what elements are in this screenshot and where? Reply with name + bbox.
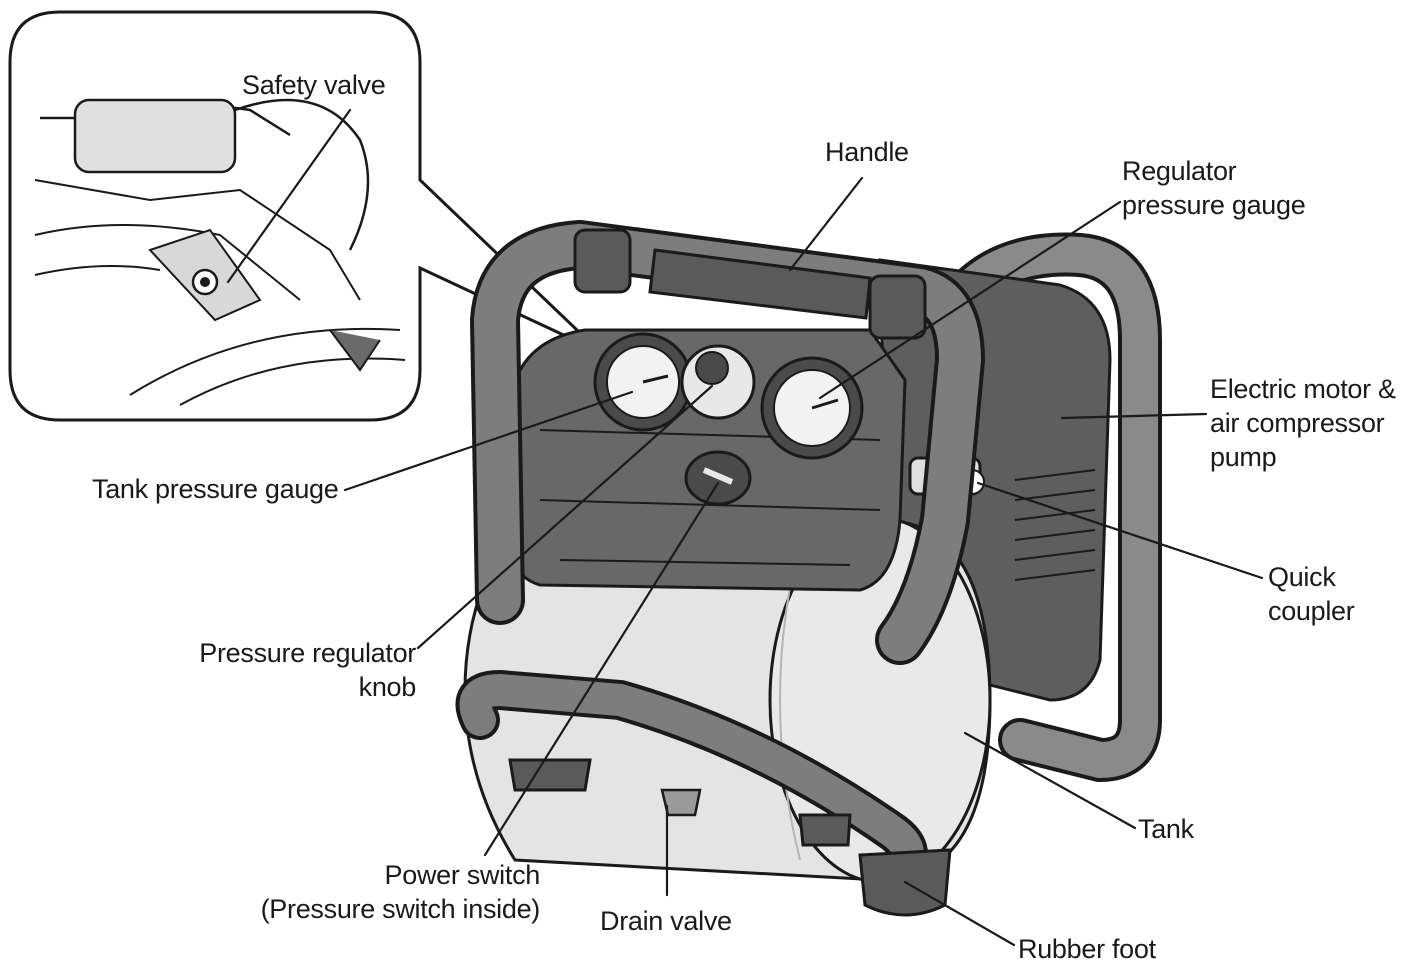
label-rubber-foot: Rubber foot — [1018, 934, 1156, 964]
label-tank-pressure-gauge: Tank pressure gauge — [92, 474, 339, 504]
leader-rubber-foot — [903, 880, 1016, 947]
leader-safety-valve — [226, 108, 352, 284]
inset-tube — [73, 98, 237, 174]
leader-power-switch — [483, 481, 720, 857]
leader-regulator-gauge — [818, 200, 1122, 400]
leader-handle — [788, 176, 864, 272]
leader-quick-coupler — [976, 481, 1264, 580]
compressor — [455, 220, 1162, 917]
leader-tank — [963, 731, 1137, 830]
label-handle: Handle — [825, 137, 909, 167]
label-pressure-regulator-knob: Pressure regulator knob — [199, 638, 416, 702]
leader-tank-gauge — [343, 390, 634, 492]
label-tank: Tank — [1138, 814, 1194, 844]
label-quick-coupler: Quick coupler — [1268, 562, 1355, 626]
inset-callout — [8, 10, 602, 422]
handle-grip — [648, 248, 872, 320]
label-power-switch: Power switch (Pressure switch inside) — [260, 860, 541, 924]
label-regulator-pressure-gauge: Regulator pressure gauge — [1122, 156, 1306, 220]
label-safety-valve: Safety valve — [242, 70, 386, 100]
leader-motor — [1060, 412, 1208, 420]
leader-lines — [226, 108, 1264, 947]
leader-regulator-knob — [416, 384, 714, 650]
label-drain-valve: Drain valve — [600, 906, 732, 936]
label-electric-motor: Electric motor & air compressor pump — [1210, 374, 1396, 472]
